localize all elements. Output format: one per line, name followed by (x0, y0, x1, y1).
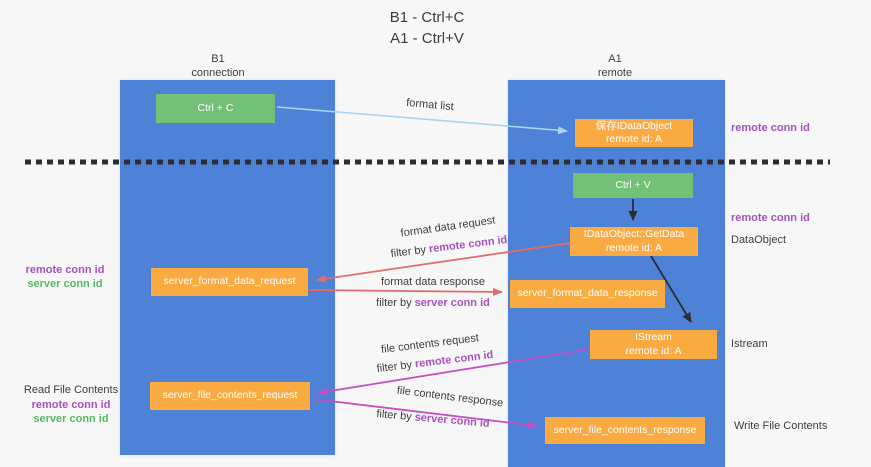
lane-b1-name: B1 (211, 53, 225, 65)
filter-key-server-conn-id: server conn id (414, 297, 490, 309)
file-contents-response-filter-label: filter by server conn id (374, 408, 493, 430)
istream-line1: IStream (635, 331, 672, 344)
lane-a1-role: remote (597, 67, 633, 79)
filter-by-prefix: filter by (376, 297, 415, 309)
server-conn-id-label-file: server conn id (33, 413, 109, 425)
format-data-response-label: format data response (381, 276, 485, 288)
format-data-response-filter-label: filter by server conn id (375, 297, 491, 309)
file-response-label: server_file_contents_response (553, 423, 697, 436)
filter-by-prefix: filter by (376, 358, 416, 376)
title-line-1: B1 - Ctrl+C (389, 9, 465, 26)
ctrl-v-label: Ctrl + V (615, 178, 651, 191)
ctrl-c-box: Ctrl + C (156, 94, 275, 123)
filter-key-remote-conn-id: remote conn id (428, 233, 508, 256)
diagram-title: B1 - Ctrl+C A1 - Ctrl+V (302, 7, 552, 49)
write-file-contents-label: Write File Contents (734, 420, 828, 432)
getdata-line1: IDataObject::GetData (583, 228, 685, 241)
format-request-label: server_format_data_request (163, 275, 296, 288)
save-dataobject-line2: remote id: A (605, 133, 663, 145)
filter-key-remote-conn-id: remote conn id (414, 348, 494, 371)
file-response-box: server_file_contents_response (545, 417, 705, 444)
save-dataobject-line1: 保存IDataObject (595, 119, 673, 132)
save-dataobject-box: 保存IDataObject remote id: A (575, 119, 693, 147)
server-conn-id-label-format: server conn id (27, 278, 103, 290)
getdata-line2: remote id: A (605, 241, 663, 254)
format-response-box: server_format_data_response (510, 280, 665, 308)
format-request-box: server_format_data_request (151, 268, 308, 296)
filter-key-server-conn-id: server conn id (414, 411, 491, 430)
format-data-response-arrow (307, 287, 503, 296)
lane-header-a1: A1 remote (555, 52, 675, 80)
ctrl-c-label: Ctrl + C (197, 101, 234, 114)
istream-box: IStream remote id: A (590, 330, 717, 359)
remote-conn-id-label-top: remote conn id (731, 122, 810, 134)
getdata-box: IDataObject::GetData remote id: A (570, 227, 698, 256)
title-line-2: A1 - Ctrl+V (390, 30, 464, 47)
istream-line2: remote id: A (625, 344, 682, 357)
file-request-label: server_file_contents_request (162, 389, 298, 402)
lane-b1-role: connection (191, 67, 245, 79)
istream-side-label: Istream (731, 338, 768, 350)
format-list-label: format list (405, 96, 455, 114)
file-contents-response-label: file contents response (396, 384, 504, 410)
read-file-contents-label: Read File Contents (23, 384, 119, 396)
dataobject-label: DataObject (731, 234, 787, 246)
remote-conn-id-label-format: remote conn id (25, 264, 105, 276)
ctrl-v-box: Ctrl + V (573, 173, 693, 198)
lane-a1-name: A1 (608, 53, 622, 65)
remote-conn-id-label-file: remote conn id (31, 399, 111, 411)
format-response-label: server_format_data_response (517, 287, 658, 300)
filter-by-prefix: filter by (390, 243, 430, 261)
lane-header-b1: B1 connection (158, 52, 278, 80)
filter-by-prefix: filter by (375, 408, 416, 424)
file-request-box: server_file_contents_request (150, 382, 310, 410)
remote-conn-id-label-mid: remote conn id (731, 212, 810, 224)
